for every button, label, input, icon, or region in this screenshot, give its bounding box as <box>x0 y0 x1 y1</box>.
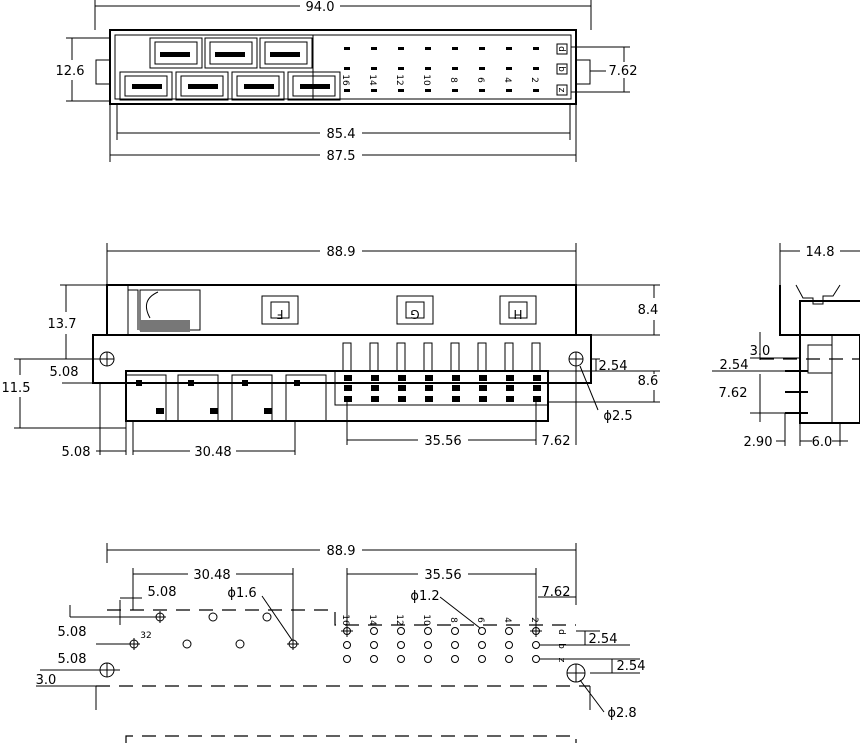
dim-row-height: 8.6 <box>638 374 659 389</box>
dim-top-height: 13.7 <box>48 317 77 332</box>
dim-side-pitch: 2.54 <box>720 358 749 373</box>
side-view: 14.8 3.0 2.54 7.62 2.90 6.0 <box>712 243 860 450</box>
footprint-view: 88.9 30.48 35.56 5.08 ϕ1.6 ϕ1.2 7.62 5.0… <box>36 543 646 743</box>
dim-front-width: 88.9 <box>327 245 356 260</box>
dim-side-row-spacing: 7.62 <box>719 386 748 401</box>
dim-power-span: 30.48 <box>194 445 231 460</box>
dim-side-tail: 2.90 <box>744 435 773 450</box>
top-view: 94.0 <box>56 0 638 164</box>
fp-dim-power-hole: ϕ1.6 <box>227 586 256 601</box>
dim-hole-dia: ϕ2.5 <box>603 409 632 424</box>
signal-holes <box>341 625 542 663</box>
block-label-g: G <box>410 307 419 321</box>
dim-flange-width: 87.5 <box>327 149 356 164</box>
fp-col-label-14: 14 <box>367 614 377 626</box>
pin-number-8: 8 <box>448 77 458 83</box>
signal-pin-stems <box>342 342 541 372</box>
fp-dim-power-span: 30.48 <box>193 568 230 583</box>
block-label-f: F <box>276 307 283 321</box>
signal-contacts: 16 14 12 10 8 6 4 2 <box>340 47 539 92</box>
dim-height: 12.6 <box>56 64 85 79</box>
dim-body-width: 85.4 <box>327 127 356 142</box>
dim-spacing-left: 5.08 <box>62 445 91 460</box>
fp-col-label-6: 6 <box>475 617 485 623</box>
pin-number-16: 16 <box>340 74 350 86</box>
fp-col-label-12: 12 <box>394 614 404 625</box>
dim-section-height: 8.4 <box>638 303 659 318</box>
dim-flange-height: 11.5 <box>2 381 31 396</box>
power-contacts-bottom <box>119 71 341 101</box>
fp-dim-offset-top: 5.08 <box>148 585 177 600</box>
power-contact-tails <box>125 374 327 422</box>
pin-number-2: 2 <box>529 77 539 83</box>
front-view: 88.9 F G H <box>2 243 660 460</box>
pin-number-10: 10 <box>421 74 431 86</box>
pin-number-4: 4 <box>502 77 512 83</box>
fp-dim-left-c: 3.0 <box>36 673 57 688</box>
dim-signal-span: 35.56 <box>424 434 461 449</box>
fp-row-letter-b: b <box>556 643 566 649</box>
fp-dim-width: 88.9 <box>327 544 356 559</box>
fp-col-label-8: 8 <box>448 617 458 623</box>
pin-number-14: 14 <box>367 74 377 86</box>
fp-col-label-16: 16 <box>340 614 350 626</box>
fp-dim-pitch-a: 2.54 <box>589 632 618 647</box>
fp-dim-signal-span: 35.56 <box>424 568 461 583</box>
dim-side-length: 6.0 <box>812 435 833 450</box>
fp-col-label-4: 4 <box>502 617 512 623</box>
fp-dim-end-offset: 7.62 <box>542 585 571 600</box>
dim-pitch: 2.54 <box>599 359 628 374</box>
row-letter-z: z <box>556 88 566 93</box>
fp-dim-left-b: 5.08 <box>58 652 87 667</box>
fp-pin-label-32: 32 <box>140 631 151 641</box>
fp-dim-mount-hole: ϕ2.8 <box>607 706 636 721</box>
power-contacts-top <box>149 37 313 69</box>
row-letter-b: b <box>556 66 566 72</box>
fp-col-label-10: 10 <box>421 614 431 626</box>
row-letter-d: d <box>556 46 566 52</box>
power-holes <box>128 611 299 650</box>
fp-dim-signal-hole: ϕ1.2 <box>410 589 439 604</box>
dim-side-offset: 3.0 <box>750 344 771 359</box>
fp-dim-left-a: 5.08 <box>58 625 87 640</box>
pin-number-6: 6 <box>475 77 485 83</box>
pin-number-12: 12 <box>394 74 404 85</box>
dim-depth: 14.8 <box>806 245 835 260</box>
dim-row-pitch: 7.62 <box>609 64 638 79</box>
block-label-h: H <box>513 307 522 321</box>
dim-end-offset: 7.62 <box>542 434 571 449</box>
fp-col-label-2: 2 <box>529 617 539 623</box>
fp-row-letter-z: z <box>556 658 566 663</box>
fp-row-letter-d: d <box>556 629 566 635</box>
dim-overall-width: 94.0 <box>306 0 335 15</box>
dim-pin-offset: 5.08 <box>50 365 79 380</box>
fp-dim-pitch-b: 2.54 <box>617 659 646 674</box>
